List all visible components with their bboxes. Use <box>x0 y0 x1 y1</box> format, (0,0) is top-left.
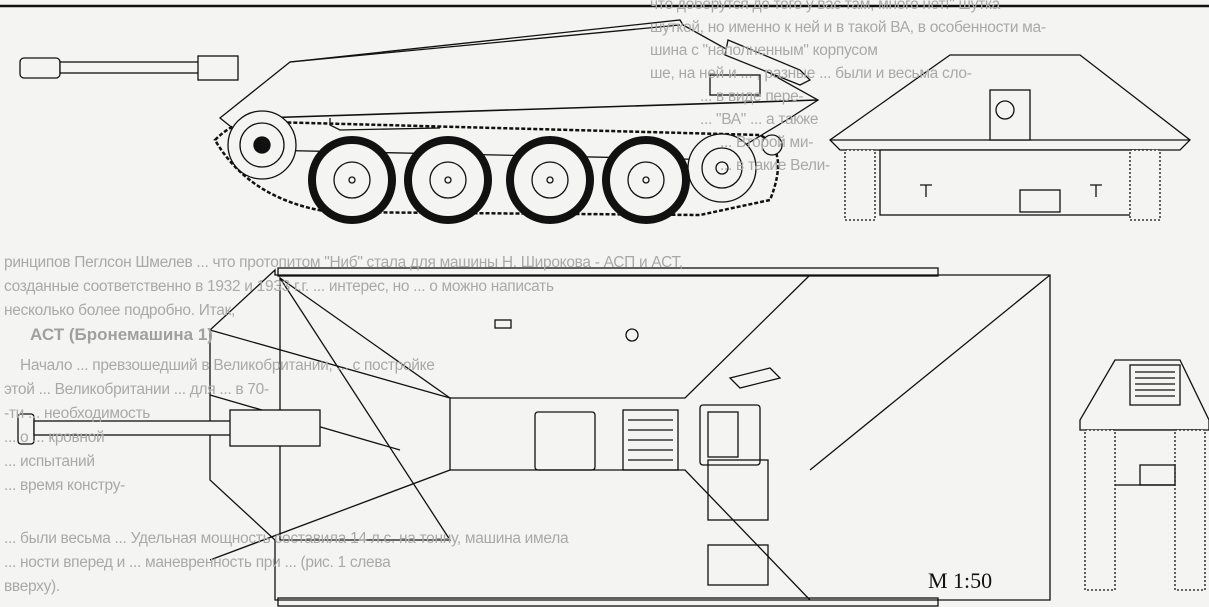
front-view <box>828 54 1191 221</box>
top-view <box>17 267 1051 607</box>
road-wheels <box>308 136 690 224</box>
scale-label: M 1:50 <box>928 568 993 593</box>
side-view <box>19 19 820 224</box>
rear-view <box>1079 359 1209 591</box>
